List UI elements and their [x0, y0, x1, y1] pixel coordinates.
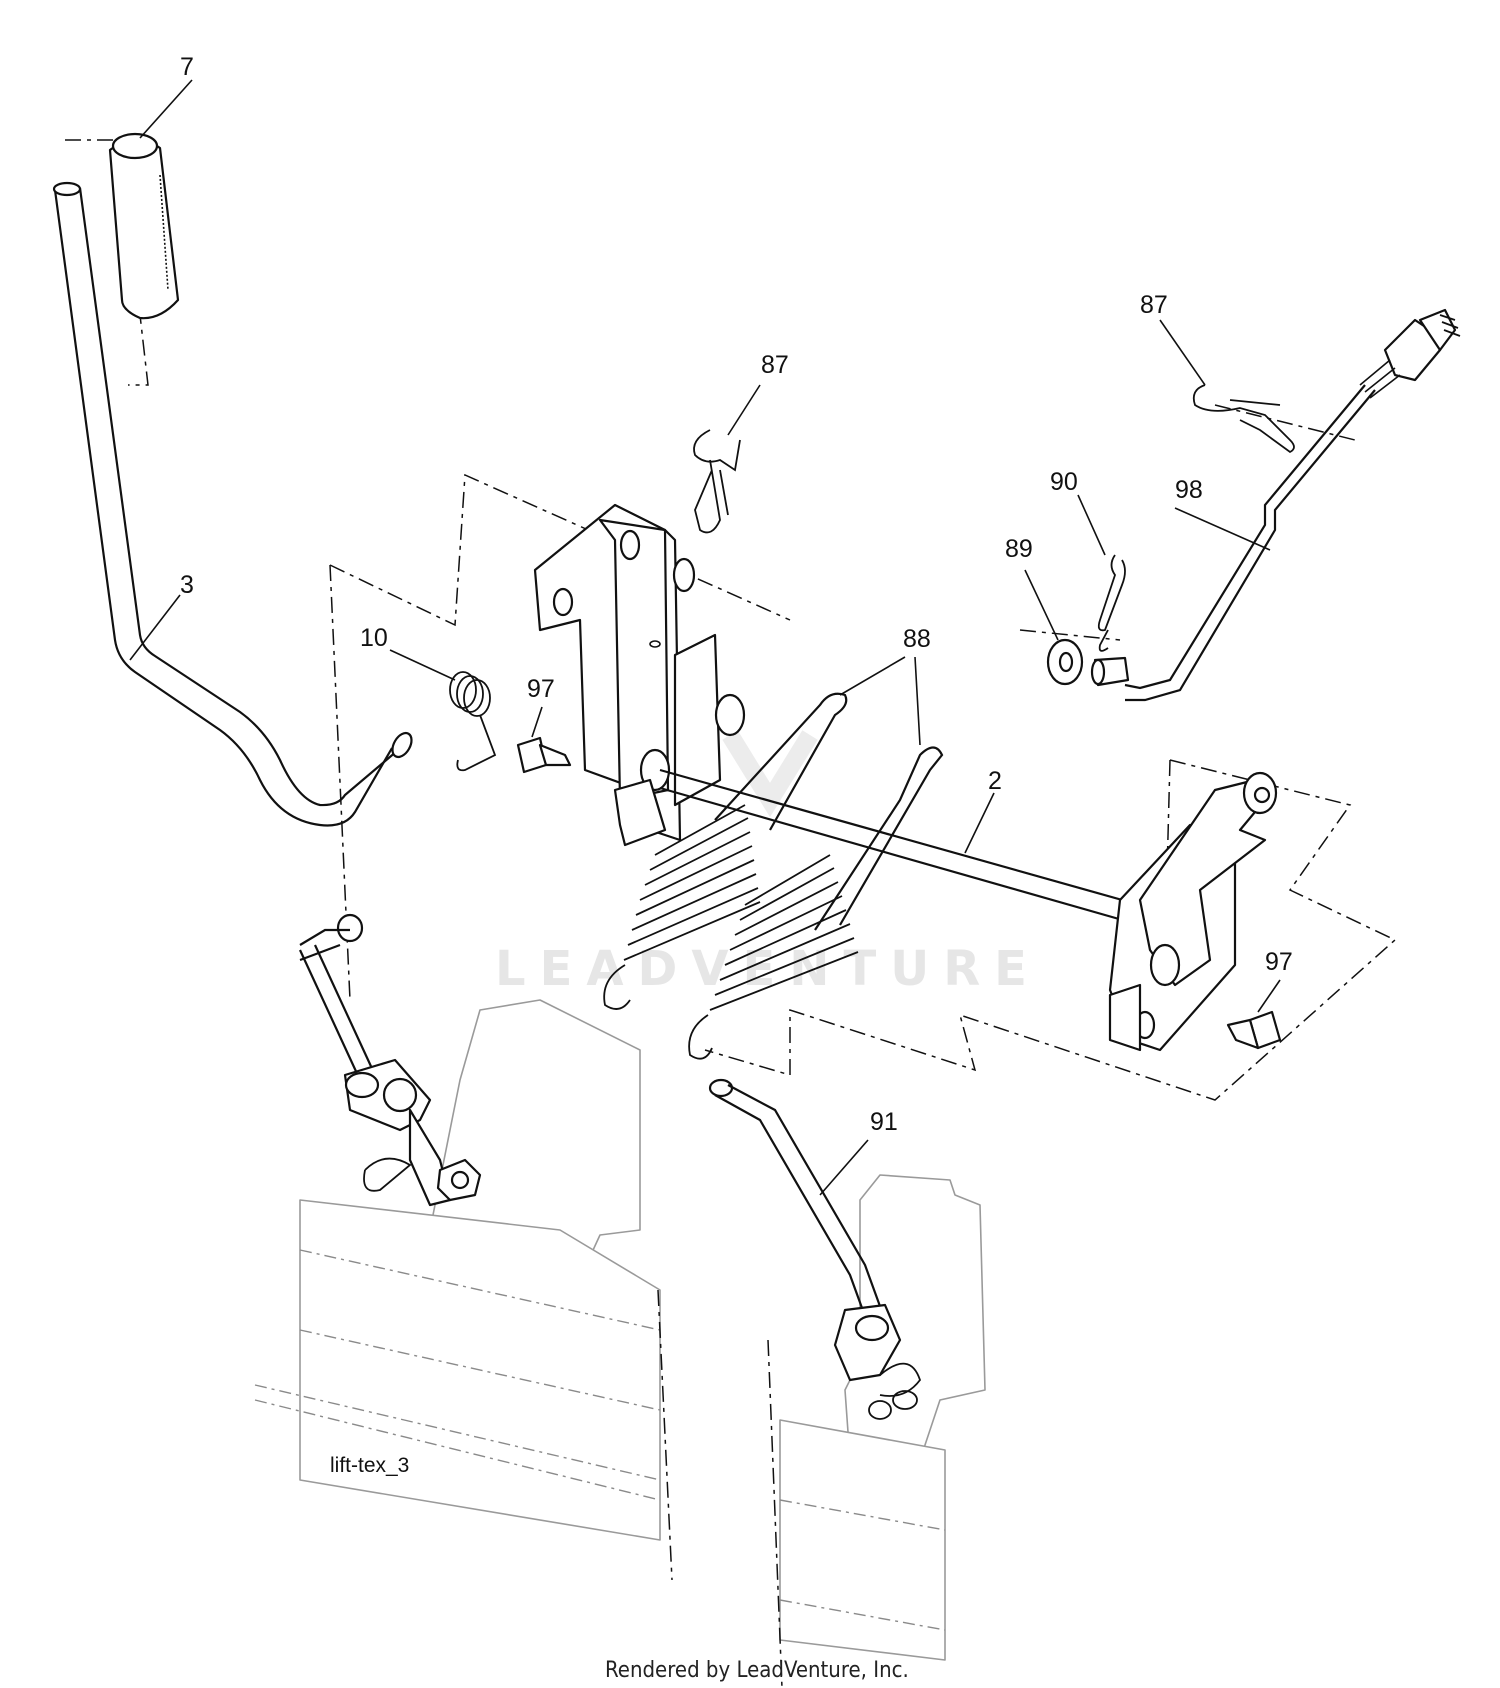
callout-97-right: 97 [1265, 948, 1293, 976]
lift-link-91 [708, 1078, 922, 1420]
callout-labels: 7 3 87 87 90 98 89 10 97 88 2 97 91 [180, 53, 1293, 1136]
callout-97-left: 97 [527, 675, 555, 703]
watermark-text: LEADVENTURE [495, 941, 1041, 997]
spring-coil-b [688, 854, 859, 1060]
spring-coil-a [603, 804, 761, 1010]
lift-handle-rod-3 [52, 181, 413, 827]
footer-credit: Rendered by LeadVenture, Inc. [605, 1658, 909, 1683]
callout-10: 10 [360, 624, 388, 652]
callout-2: 2 [988, 767, 1002, 795]
torsion-spring-10 [449, 671, 497, 772]
callout-88: 88 [903, 625, 931, 653]
hex-nut-left [436, 1158, 482, 1202]
leadventure-watermark: LEADVENTURE [495, 730, 1041, 997]
lift-bracket-left [533, 503, 746, 847]
callout-87-right: 87 [1140, 291, 1168, 319]
extension-springs-88 [603, 692, 944, 1060]
callout-89: 89 [1005, 535, 1033, 563]
callout-87-center: 87 [761, 351, 789, 379]
handle-grip-7 [108, 132, 180, 320]
diagram-caption: lift-tex_3 [330, 1454, 409, 1477]
bolt-97-left [516, 736, 572, 774]
leader-lines [129, 79, 1281, 1196]
callout-3: 3 [180, 571, 194, 599]
callout-7: 7 [180, 53, 194, 81]
lift-link-left [299, 913, 482, 1207]
washer-89 [1046, 638, 1084, 686]
hairpin-clip-right [868, 1362, 922, 1420]
lift-bracket-right [1108, 771, 1278, 1052]
hairpin-clip-87-center [693, 429, 741, 534]
frame-ghost-left [254, 999, 673, 1581]
frame-ghost-right [767, 1174, 986, 1688]
threaded-end-98 [1359, 308, 1461, 399]
control-rod-98 [1124, 308, 1461, 702]
hairpin-clip-90 [1090, 554, 1130, 687]
bolt-97-right [1226, 1010, 1282, 1050]
callout-91: 91 [870, 1108, 898, 1136]
hairpin-clip-87-right [1192, 384, 1295, 454]
lift-shaft-2 [659, 768, 1141, 927]
callout-90: 90 [1050, 468, 1078, 496]
callout-98: 98 [1175, 476, 1203, 504]
